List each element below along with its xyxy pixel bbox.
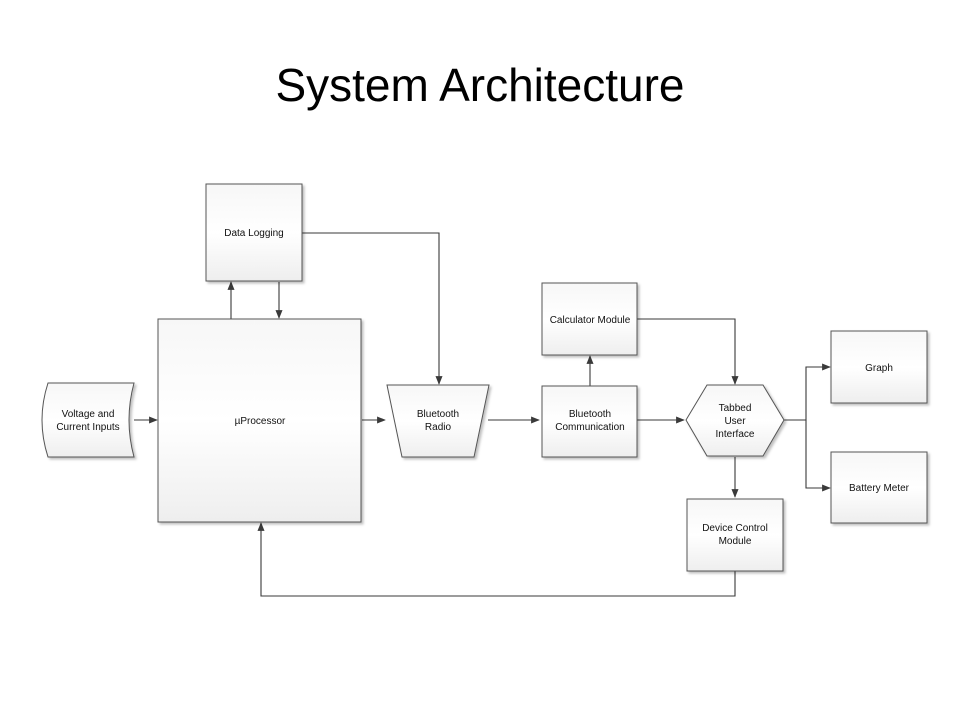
node-label-line: Bluetooth (417, 409, 459, 420)
node-label-line: Graph (865, 363, 893, 374)
node-label-line: Communication (555, 422, 624, 433)
node-data-logging: Data Logging (205, 183, 303, 282)
node-label-line: Calculator Module (550, 315, 631, 326)
node-label-line: Voltage and (62, 409, 115, 420)
node-bluetooth-radio: Bluetooth Radio (386, 384, 490, 458)
node-bluetooth-communication: Bluetooth Communication (541, 385, 638, 458)
node-label-line: Radio (425, 422, 452, 433)
arrow-ui-to-graph (784, 363, 831, 421)
node-battery-meter: Battery Meter (830, 451, 928, 524)
node-voltage-current-inputs: Voltage and Current Inputs (41, 382, 135, 458)
node-label-line: Device Control (702, 523, 768, 534)
node-label-line: Data Logging (224, 228, 284, 239)
node-label-line: User (724, 416, 746, 427)
arrow-logging-to-radio (302, 232, 443, 385)
node-device-control-module: Device Control Module (686, 498, 784, 572)
node-label-line: Current Inputs (56, 422, 119, 433)
node-graph: Graph (830, 330, 928, 404)
node-label-line: µProcessor (235, 416, 286, 427)
node-processor: µProcessor (157, 318, 362, 523)
arrow-device-control-to-processor (257, 522, 736, 597)
arrow-ui-to-battery (805, 420, 831, 492)
page-title: System Architecture (275, 59, 685, 111)
connectors (134, 232, 831, 597)
node-label-line: Battery Meter (849, 483, 910, 494)
node-label-line: Module (719, 536, 752, 547)
node-calculator-module: Calculator Module (541, 282, 638, 356)
node-label-line: Bluetooth (569, 409, 611, 420)
arrow-calculator-to-ui (637, 318, 739, 385)
node-label-line: Interface (716, 429, 755, 440)
node-label-line: Tabbed (719, 403, 752, 414)
node-tabbed-user-interface: Tabbed User Interface (685, 384, 785, 457)
